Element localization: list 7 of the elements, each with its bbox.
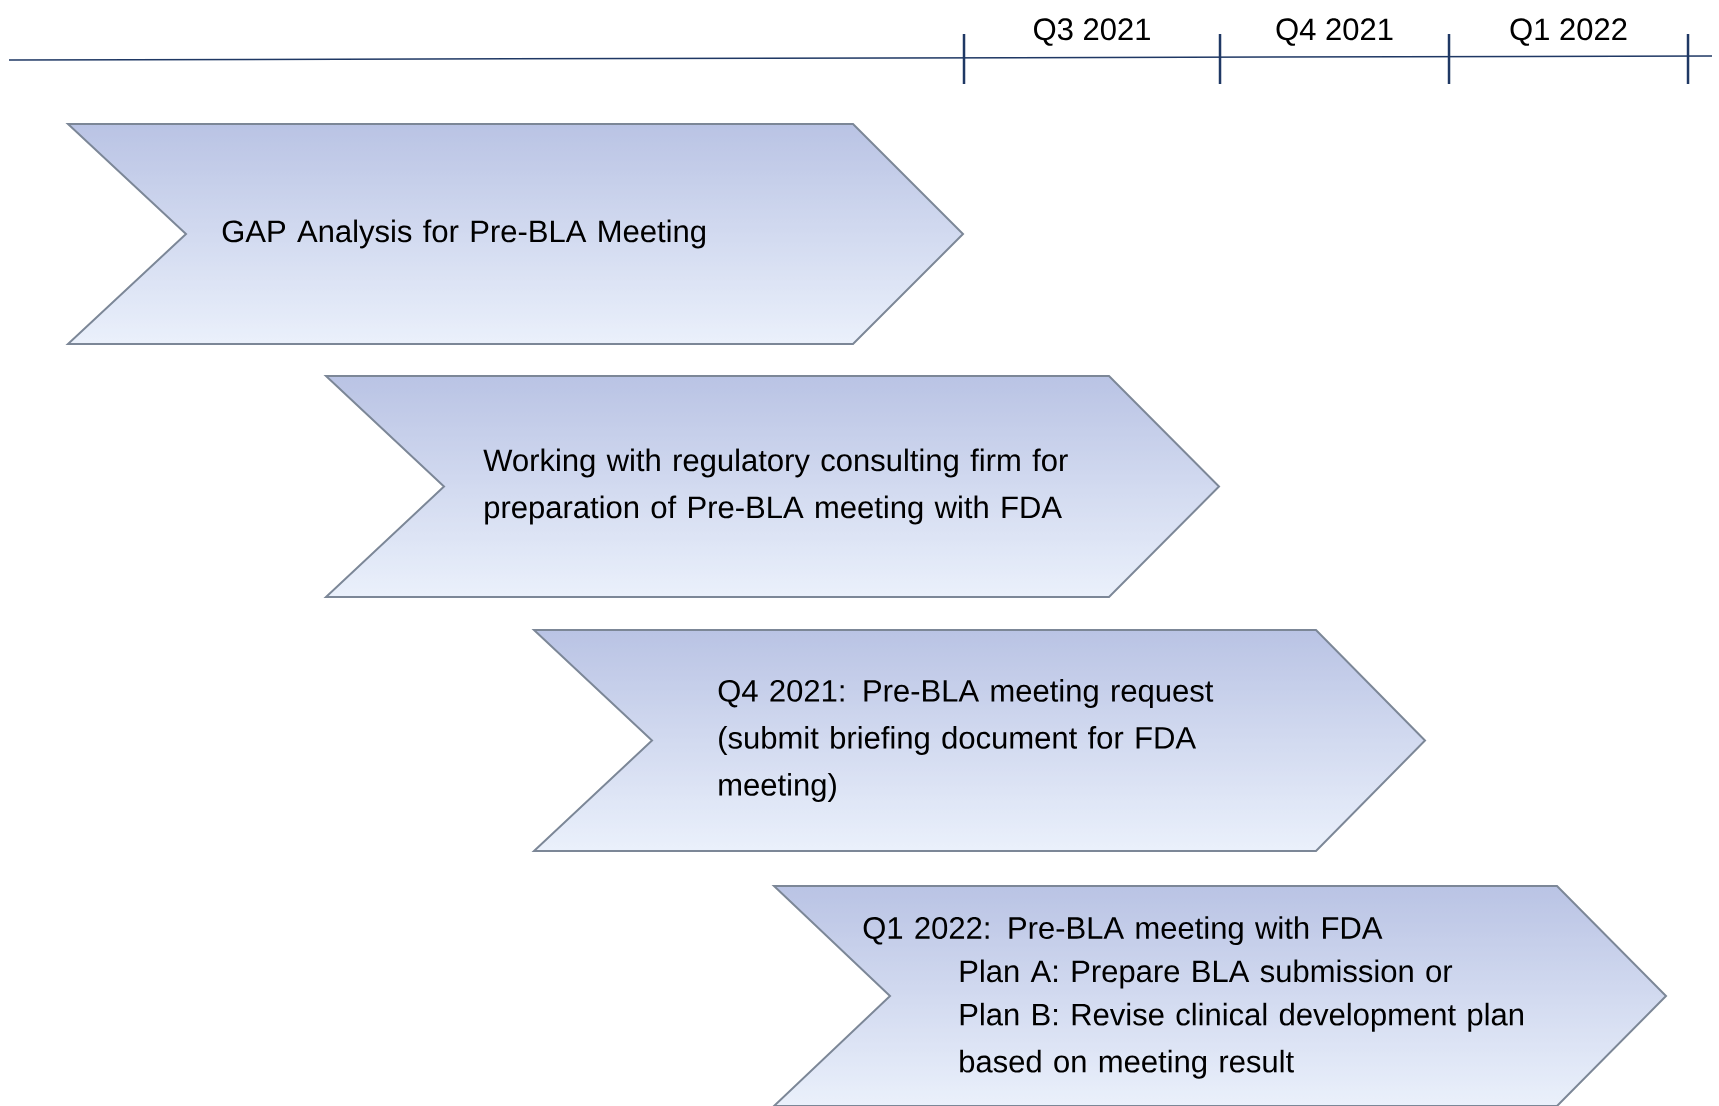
chevron-box: Q1 2022: Pre-BLA meeting with FDA Plan A: Prepare BLA submission or Plan B: Revise clinical development plan based on meeting result <box>771 885 1668 1106</box>
quarter-label: Q1 2022 <box>1510 18 1627 46</box>
quarter-label: Q3 2021 <box>1034 18 1150 46</box>
chevron-box: Working with regulatory consulting firm for preparation of Pre-BLA meeting with FDA <box>323 375 1221 598</box>
quarter-label: Q4 2021 <box>1276 18 1393 46</box>
chevron-box: GAP Analysis for Pre-BLA Meeting <box>65 123 965 345</box>
chevron-box: Q4 2021: Pre-BLA meeting request (submit briefing document for FDA meeting) <box>531 629 1427 852</box>
